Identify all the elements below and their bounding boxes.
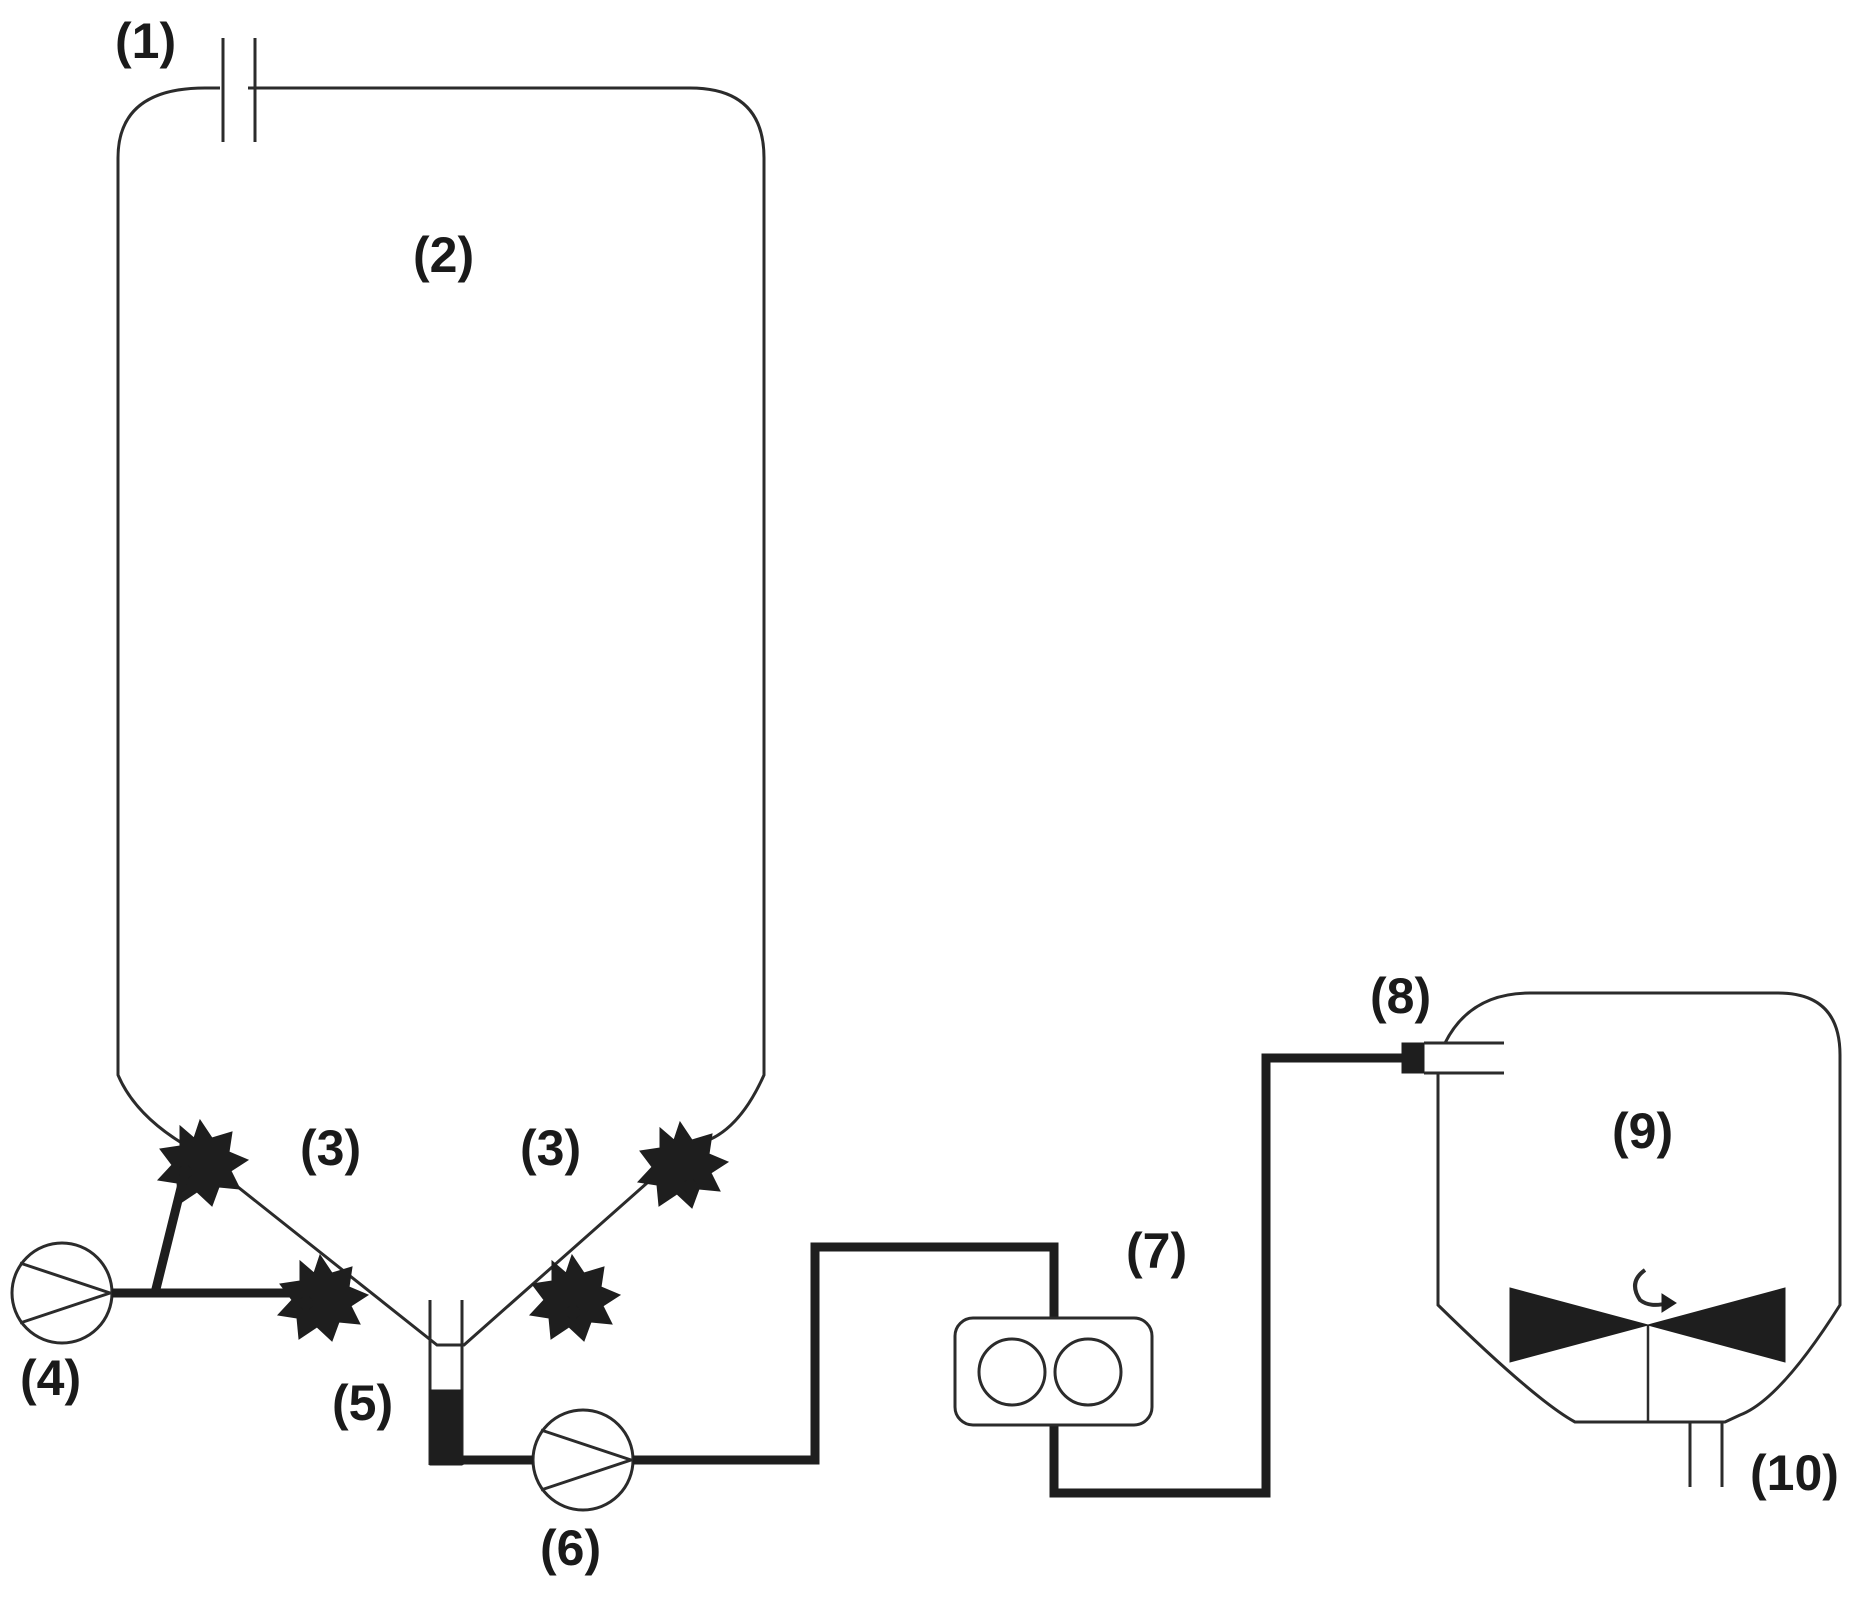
agitator	[1510, 1288, 1785, 1422]
transfer-line-2	[633, 1247, 1054, 1460]
label-4: (4)	[20, 1350, 81, 1406]
label-2: (2)	[413, 227, 474, 283]
tank-bottom-outlet	[1690, 1422, 1722, 1487]
tank-inlet-connection	[1402, 1043, 1504, 1073]
outlet-tube	[430, 1300, 462, 1465]
transfer-line-3	[1054, 1058, 1402, 1493]
aeration-nozzles	[0, 0, 728, 1580]
roller-unit	[955, 1318, 1152, 1425]
rotation-arrow-icon	[1635, 1270, 1676, 1312]
label-1: (1)	[115, 13, 176, 69]
label-9: (9)	[1612, 1103, 1673, 1159]
label-6: (6)	[540, 1520, 601, 1576]
aeration-nozzle-1	[158, 1120, 248, 1206]
air-feed-pump	[12, 1243, 112, 1343]
label-7: (7)	[1126, 1223, 1187, 1279]
conveying-pump	[533, 1410, 633, 1510]
label-3-left: (3)	[300, 1120, 361, 1176]
label-5: (5)	[332, 1375, 393, 1431]
inlet-nozzle	[223, 38, 255, 142]
label-8: (8)	[1370, 968, 1431, 1024]
label-3-right: (3)	[520, 1120, 581, 1176]
label-10: (10)	[1750, 1445, 1839, 1501]
